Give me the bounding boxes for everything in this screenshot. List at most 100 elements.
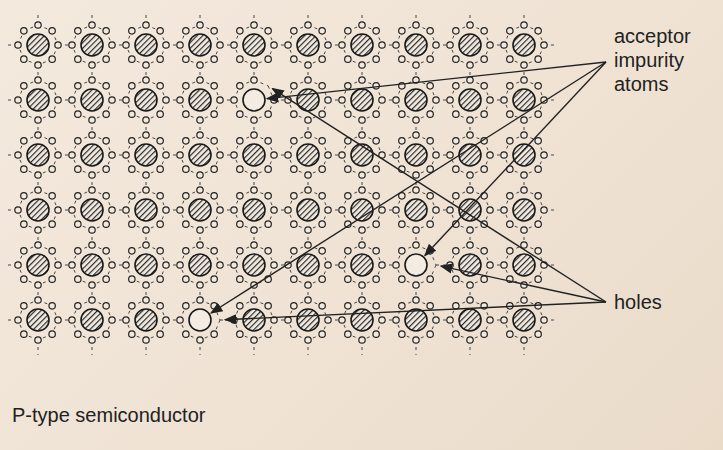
electron — [507, 138, 513, 144]
electron — [129, 138, 135, 144]
electron — [211, 276, 217, 282]
electron — [393, 152, 399, 158]
electron — [467, 187, 473, 193]
electron — [129, 276, 135, 282]
electron — [231, 152, 237, 158]
electron — [467, 227, 473, 233]
electron — [325, 97, 331, 103]
electron — [103, 303, 109, 309]
electron — [379, 42, 385, 48]
electron — [379, 262, 385, 268]
electron — [291, 248, 297, 254]
silicon-atom — [135, 199, 157, 221]
silicon-atom — [27, 89, 49, 111]
electron — [319, 193, 325, 199]
electron — [339, 152, 345, 158]
electron — [373, 166, 379, 172]
electron — [345, 28, 351, 34]
electron — [89, 187, 95, 193]
electron — [177, 207, 183, 213]
electron — [21, 221, 27, 227]
electron — [183, 276, 189, 282]
electron — [501, 152, 507, 158]
electron — [339, 207, 345, 213]
electron — [55, 317, 61, 323]
electron — [21, 248, 27, 254]
electron — [211, 28, 217, 34]
electron — [413, 227, 419, 233]
electron — [251, 187, 257, 193]
electron — [345, 83, 351, 89]
electron — [129, 28, 135, 34]
leader-arrow — [267, 62, 606, 99]
electron — [481, 166, 487, 172]
silicon-atom — [351, 254, 373, 276]
electron — [467, 282, 473, 288]
electron — [535, 248, 541, 254]
electron — [271, 42, 277, 48]
silicon-atom — [459, 144, 481, 166]
electron — [75, 166, 81, 172]
silicon-atom — [135, 309, 157, 331]
electron — [399, 303, 405, 309]
electron — [35, 227, 41, 233]
electron — [427, 303, 433, 309]
electron — [217, 152, 223, 158]
electron — [143, 297, 149, 303]
electron — [305, 22, 311, 28]
silicon-atom — [81, 199, 103, 221]
electron — [447, 97, 453, 103]
electron — [197, 187, 203, 193]
electron — [163, 207, 169, 213]
silicon-atom — [189, 144, 211, 166]
electron — [143, 282, 149, 288]
electron — [21, 276, 27, 282]
electron — [75, 83, 81, 89]
electron — [75, 303, 81, 309]
electron — [49, 111, 55, 117]
electron — [481, 276, 487, 282]
silicon-atom — [27, 309, 49, 331]
electron — [237, 248, 243, 254]
electron — [291, 28, 297, 34]
electron — [413, 282, 419, 288]
electron — [231, 262, 237, 268]
electron — [541, 317, 547, 323]
electron — [129, 56, 135, 62]
electron — [413, 242, 419, 248]
electron — [393, 97, 399, 103]
electron — [507, 248, 513, 254]
electron — [123, 42, 129, 48]
electron — [251, 297, 257, 303]
electron — [75, 111, 81, 117]
electron — [197, 282, 203, 288]
electron — [143, 62, 149, 68]
silicon-atom — [351, 34, 373, 56]
electron — [535, 331, 541, 337]
electron — [21, 331, 27, 337]
electron — [535, 221, 541, 227]
electron — [251, 227, 257, 233]
electron — [399, 56, 405, 62]
electron — [15, 152, 21, 158]
silicon-atom — [27, 34, 49, 56]
electron — [157, 276, 163, 282]
electron — [379, 317, 385, 323]
electron — [89, 297, 95, 303]
electron — [291, 83, 297, 89]
electron — [49, 83, 55, 89]
electron — [373, 248, 379, 254]
electron — [305, 117, 311, 123]
electron — [453, 111, 459, 117]
electron — [481, 28, 487, 34]
electron — [109, 42, 115, 48]
electron — [35, 282, 41, 288]
electron — [89, 172, 95, 178]
electron — [271, 207, 277, 213]
electron — [359, 227, 365, 233]
crystal-lattice — [8, 13, 558, 355]
electron — [359, 297, 365, 303]
electron — [521, 132, 527, 138]
caption-text: P-type semiconductor — [12, 403, 205, 427]
silicon-atom — [297, 254, 319, 276]
